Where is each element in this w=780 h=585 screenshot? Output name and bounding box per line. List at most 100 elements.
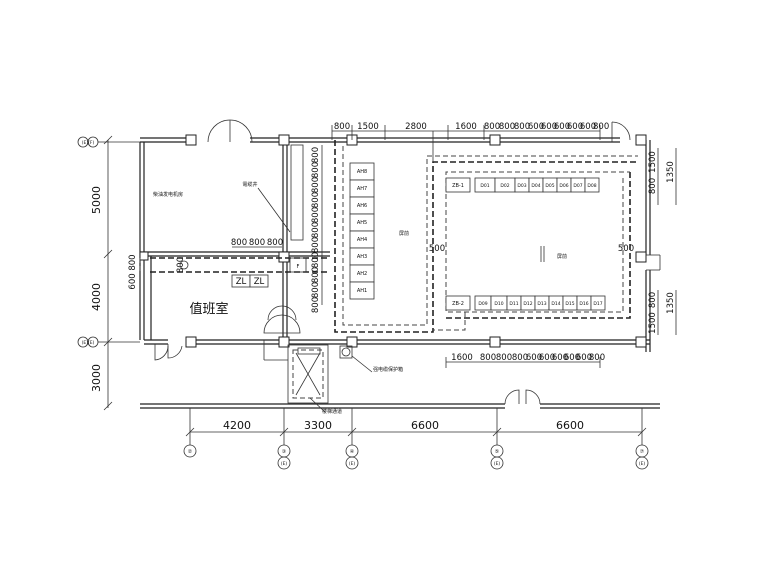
right-dimensions: 1500 800 1350 800 1500 1350 500 500 [429, 148, 677, 335]
cab-ah6: AH6 [357, 203, 367, 209]
right-top-1500: 1500 [648, 151, 658, 173]
cab-d11: D11 [509, 301, 518, 307]
vcol-dim-8: 800 [311, 267, 321, 283]
screen-right-label: 屏前 [557, 253, 567, 260]
top-dim-800-c: 800 [514, 122, 530, 132]
cab-d16: D16 [579, 301, 588, 307]
vertical-dimension-column: 800 800 800 800 800 800 800 800 800 800 … [311, 145, 323, 313]
screen-left-label: 屏前 [399, 230, 409, 237]
top-dim-600-e: 600 [580, 122, 596, 132]
bottom-span-1: 4200 [223, 419, 251, 432]
doors [154, 119, 631, 405]
row2-dim-600-d: 600 [564, 353, 580, 363]
cab-d13: D13 [537, 301, 546, 307]
axis-5-sub: (E) [494, 461, 501, 467]
vcol-dim-0: 800 [311, 147, 321, 163]
top-dim-800-d: 800 [593, 122, 609, 132]
left-span-1: 5000 [90, 186, 103, 214]
axis-4-sub: (E) [349, 461, 356, 467]
cab-d02: D02 [500, 183, 509, 189]
top-dim-600-d: 600 [567, 122, 583, 132]
zb2-label: ZB-2 [452, 301, 464, 307]
axis-3: ③ [282, 449, 286, 455]
top-dim-800: 800 [334, 122, 350, 132]
vcol-dim-3: 800 [311, 192, 321, 208]
top-dimension-row: 800 1500 2800 1600 800 800 800 600 600 6… [331, 122, 609, 140]
inner-right-500: 500 [618, 244, 634, 254]
cab-d04: D04 [531, 183, 540, 189]
bottom-span-3: 6600 [411, 419, 439, 432]
axis-4: ④ [350, 449, 355, 455]
top-dim-800-b: 800 [499, 122, 515, 132]
cab-d08: D08 [587, 183, 596, 189]
cab-ah5: AH5 [357, 220, 367, 226]
vcol-dim-5: 800 [311, 222, 321, 238]
row2-dim-1600: 1600 [451, 353, 473, 363]
bottom-span-4: 6600 [556, 419, 584, 432]
left-dimension-chain: 5000 4000 3000 [90, 135, 140, 411]
cable-small-dim: 800 [176, 257, 186, 273]
room-left-dim: 600 800 [128, 254, 138, 289]
vcol-dim-7: 800 [311, 252, 321, 268]
top-dim-2800: 2800 [405, 122, 427, 132]
top-dim-1500: 1500 [357, 122, 379, 132]
left-span-3: 3000 [90, 364, 103, 392]
axis-label-f: (E)(F) [82, 140, 95, 146]
vcol-dim-2: 800 [311, 177, 321, 193]
cab-ah1: AH1 [357, 288, 367, 294]
inner-left-500: 500 [429, 244, 445, 254]
row2-dim-600-a: 600 [526, 353, 542, 363]
axis-7-sub: (E) [639, 461, 646, 467]
row2-dim-600-e: 600 [576, 353, 592, 363]
row2-dim-800-c: 800 [512, 353, 528, 363]
cab-d05: D05 [545, 183, 554, 189]
f-label: F [297, 264, 300, 270]
room-dim-2: 800 [267, 238, 283, 248]
stair-note: 楼梯通道 [322, 408, 342, 415]
vcol-dim-4: 800 [311, 207, 321, 223]
room-dim-1: 800 [249, 238, 265, 248]
cab-ah2: AH2 [357, 271, 367, 277]
top-dim-600-b: 600 [541, 122, 557, 132]
vcol-dim-10: 800 [311, 297, 321, 313]
vcol-dim-6: 800 [311, 237, 321, 253]
cab-d10: D10 [494, 301, 503, 307]
right-bottom-1500: 1500 [648, 312, 658, 334]
right-bottom-1350: 1350 [666, 292, 676, 314]
cab-ah3: AH3 [357, 254, 367, 260]
d-cabinets-top: ZB-1 D01 D02 D03 D04 D05 D06 D07 D08 [445, 177, 600, 193]
d-cabinets-bottom: ZB-2 D09 D10 D11 D12 D13 D14 D15 D16 D17 [445, 295, 606, 311]
top-dim-1600: 1600 [455, 122, 477, 132]
vcol-dim-9: 800 [311, 282, 321, 298]
zb1-label: ZB-1 [452, 183, 464, 189]
row2-dim-800-b: 800 [496, 353, 512, 363]
axis-5: ⑤ [495, 449, 499, 455]
axis-7: ⑦ [640, 449, 645, 455]
cab-d01: D01 [480, 183, 489, 189]
cab-ah4: AH4 [357, 237, 367, 243]
shaft-note: 强电缆保护箱 [373, 366, 403, 373]
cab-d07: D07 [573, 183, 582, 189]
vcol-dim-1: 800 [311, 162, 321, 178]
stair-shaft: 强电缆保护箱 楼梯通道 [263, 340, 403, 415]
row2-dim-800-a: 800 [480, 353, 496, 363]
axis-3-sub: (E) [281, 461, 288, 467]
diesel-room-label: 柴油发电机房 [153, 191, 183, 198]
duty-room-label: 值班室 [189, 301, 228, 317]
left-axis-bubbles: (E)(F) (E)(E) [77, 136, 99, 348]
cab-ah8: AH8 [357, 169, 367, 175]
room-dim-0: 800 [231, 238, 247, 248]
right-top-800: 800 [648, 178, 658, 194]
cab-ah7: AH7 [357, 186, 367, 192]
left-span-2: 4000 [90, 283, 103, 311]
cab-d03: D03 [517, 183, 526, 189]
cab-d17: D17 [593, 301, 602, 307]
cab-d06: D06 [559, 183, 568, 189]
cab-d09: D09 [478, 301, 487, 307]
left-rooms: 柴油发电机房 電缆井 值班室 ZL ZL F [153, 144, 307, 317]
zl-label-2: ZL [254, 277, 265, 287]
cab-d12: D12 [523, 301, 532, 307]
right-bottom-800: 800 [648, 292, 658, 308]
right-top-1350: 1350 [666, 161, 676, 183]
